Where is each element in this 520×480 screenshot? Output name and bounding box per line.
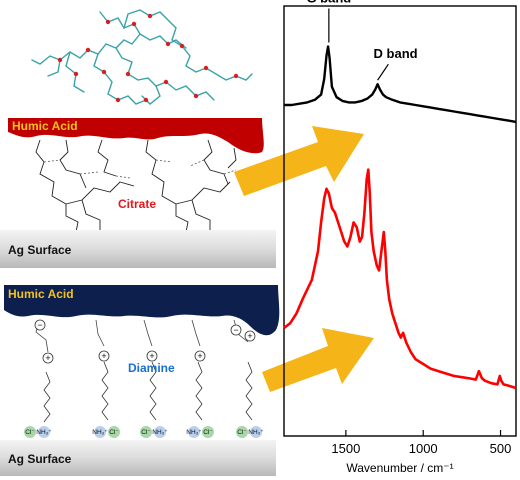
arrow-top (234, 126, 364, 196)
spectrum-line-2 (283, 168, 517, 390)
charge-markers: − + + + + − + (34, 319, 256, 364)
x-tick-label: 1000 (409, 441, 438, 456)
plot-frame (283, 5, 517, 437)
charge-plus-5: + (247, 331, 252, 341)
citrate-label: Citrate (118, 197, 156, 211)
x-axis: 1500 1000 500 (331, 430, 511, 456)
humic-acid-label-top: Humic Acid (12, 119, 78, 133)
citrate-dashed-hbonds (43, 159, 237, 179)
ag-surface-label-top: Ag Surface (8, 243, 72, 257)
x-axis-title: Wavenumber / cm⁻¹ (346, 461, 453, 475)
scheme-panel: Humic Acid Citrate Ag Surface Humic Acid (0, 9, 374, 476)
humic-acid-layer-bottom (4, 285, 280, 336)
chloride-ion-1: Cl⁻ (25, 429, 35, 436)
ammonium-4: NH₃⁺ (186, 429, 202, 436)
charge-minus-2: − (233, 325, 238, 335)
diamine-label: Diamine (128, 361, 175, 375)
citrate-linker-structures (35, 139, 237, 233)
ammonium-3: NH₃⁺ (152, 429, 168, 436)
humic-acid-molecule-model (31, 9, 253, 105)
spectra-layer (283, 45, 517, 390)
ag-surface-bottom (0, 440, 276, 476)
diamine-headgroup-lines (35, 319, 249, 353)
charge-minus-1: − (37, 320, 42, 330)
counterion-pairs: Cl⁻ NH₃⁺ NH₃⁺ Cl⁻ Cl⁻ NH₃⁺ NH₃⁺ Cl⁻ Cl⁻ … (24, 426, 264, 438)
diamine-chains (43, 361, 253, 423)
spectrum-line-1 (284, 45, 517, 124)
charge-plus-4: + (197, 351, 202, 361)
band-label-2: D band (374, 46, 418, 61)
chloride-ion-2: Cl⁻ (109, 429, 119, 436)
humic-acid-molecule-atoms (57, 13, 239, 103)
arrow-bottom (262, 328, 374, 392)
chloride-ion-4: Cl⁻ (203, 429, 213, 436)
x-tick-label: 500 (490, 441, 512, 456)
band-pointer-2 (377, 63, 389, 81)
charge-plus-2: + (101, 351, 106, 361)
band-annotations: G band D band (306, 0, 418, 81)
x-tick-label: 1500 (331, 441, 360, 456)
spectrum-chart: 1500 1000 500 Wavenumber / cm⁻¹ G band D ba… (283, 0, 517, 475)
chloride-ion-3: Cl⁻ (141, 429, 151, 436)
ammonium-2: NH₃⁺ (92, 429, 108, 436)
ammonium-5: NH₃⁺ (248, 429, 264, 436)
ag-surface-top (0, 230, 276, 268)
chloride-ion-5: Cl⁻ (237, 429, 247, 436)
humic-acid-layer-top (8, 118, 264, 154)
ag-surface-label-bottom: Ag Surface (8, 452, 72, 466)
charge-plus-1: + (45, 353, 50, 363)
band-label-1: G band (306, 0, 351, 6)
ammonium-1: NH₃⁺ (36, 429, 52, 436)
humic-acid-label-bottom: Humic Acid (8, 287, 74, 301)
charge-plus-3: + (149, 351, 154, 361)
